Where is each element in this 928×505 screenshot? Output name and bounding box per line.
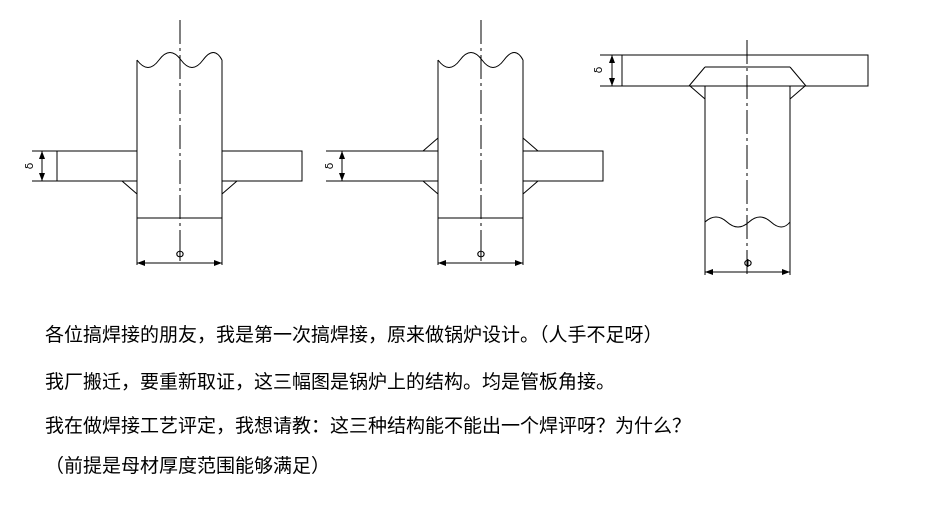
view-3-thickness-dimension: δ [592, 54, 622, 87]
view-3-tube-break-line [704, 216, 791, 228]
view-2-right-plate [522, 150, 604, 182]
view-2-left-bottom-fillet-weld [422, 180, 439, 195]
view-3-left-fillet-weld [689, 85, 706, 100]
view-3-diameter-dimension: Φ [705, 257, 790, 275]
view-3-diameter-label: Φ [744, 257, 753, 270]
view-1-left-fillet-weld [121, 180, 138, 195]
view-1-diameter-dimension: Φ [137, 248, 222, 266]
tube-plate-joint-drawing: δ Φ δ Φ [23, 20, 869, 275]
question-line-3: 我在做焊接工艺评定，我想请教：这三种结构能不能出一个焊评呀？为什么？ [45, 415, 692, 437]
view-1-left-plate [56, 150, 138, 182]
question-line-1: 各位搞焊接的朋友，我是第一次搞焊接，原来做锅炉设计。（人手不足呀） [45, 324, 663, 346]
view-2-diameter-dimension: Φ [438, 248, 523, 266]
view-1-tube-break-line [136, 52, 223, 68]
view-1-right-fillet-weld [221, 180, 238, 195]
view-1-diameter-label: Φ [176, 248, 185, 261]
view-3-right-fillet-weld [789, 85, 806, 100]
view-2-left-plate [341, 150, 439, 182]
view-1-joint: δ Φ [23, 20, 303, 266]
view-2-joint: δ Φ [323, 20, 604, 266]
view-2-thickness-label: δ [323, 162, 336, 169]
view-2-thickness-dimension: δ [323, 150, 345, 182]
view-2-tube-break-line [437, 52, 524, 68]
view-3-groove-left [688, 66, 706, 87]
view-3-groove-right [789, 66, 807, 87]
view-3-thickness-label: δ [592, 66, 605, 73]
view-2-diameter-label: Φ [477, 248, 486, 261]
view-2-left-top-fillet-weld [422, 137, 439, 152]
view-1-thickness-label: δ [23, 162, 36, 169]
question-line-2: 我厂搬迁，要重新取证，这三幅图是锅炉上的结构。均是管板角接。 [45, 371, 616, 393]
view-1-thickness-dimension: δ [23, 150, 57, 182]
view-1-right-plate [221, 150, 303, 182]
view-2-right-bottom-fillet-weld [522, 180, 539, 195]
question-line-4: （前提是母材厚度范围能够满足） [45, 455, 331, 477]
view-3-top-plate [621, 54, 869, 87]
view-2-right-top-fillet-weld [522, 137, 539, 152]
view-3-joint: δ Φ [592, 40, 869, 275]
